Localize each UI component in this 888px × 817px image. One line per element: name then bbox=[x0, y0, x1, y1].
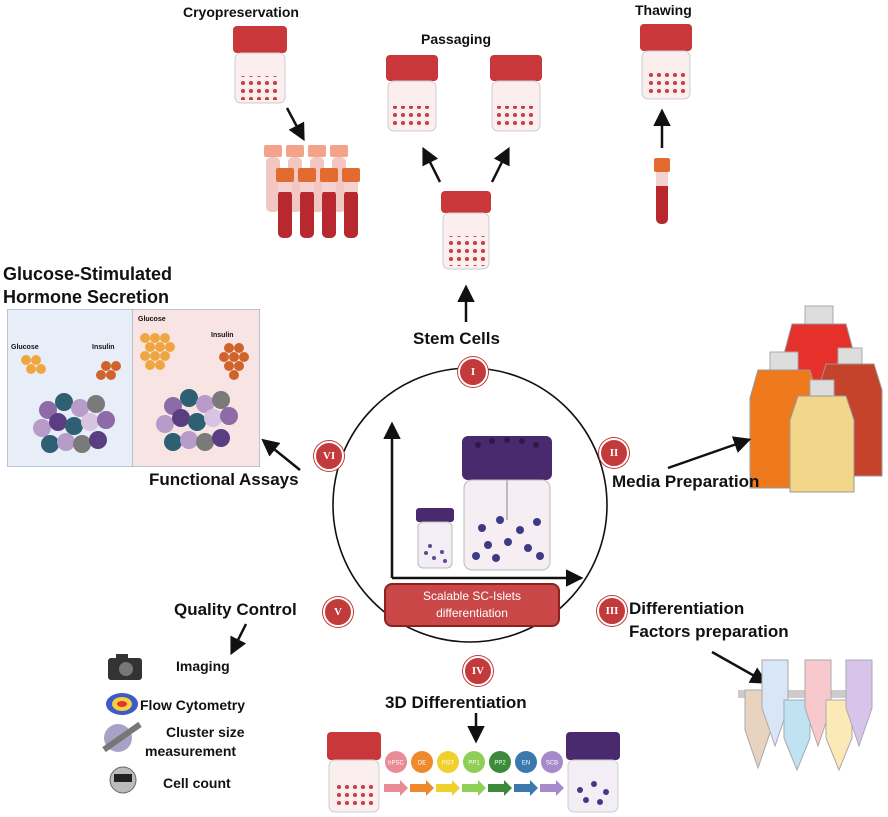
cell-counter-icon bbox=[109, 766, 137, 794]
quality-control-label: Quality Control bbox=[174, 600, 297, 619]
insulin-label-high: Insulin bbox=[211, 332, 234, 339]
glucose-label-high: Glucose bbox=[138, 316, 166, 323]
stage-arrow-pgt bbox=[436, 780, 460, 796]
cryopreservation-label: Cryopreservation bbox=[183, 4, 299, 20]
stage-arrow-scb bbox=[540, 780, 564, 796]
qc-cell-count: Cell count bbox=[163, 775, 231, 791]
stage-label-hpsc: hPSC bbox=[388, 761, 404, 767]
stage-circle-pp1 bbox=[463, 751, 485, 773]
end-purple-jar-icon bbox=[566, 732, 620, 813]
gsis-panel-low: Glucose Insulin bbox=[7, 309, 133, 467]
stage-label-en: EN bbox=[522, 761, 530, 767]
gsis-panel-high: Glucose Insulin bbox=[132, 309, 260, 467]
functional-assays-label: Functional Assays bbox=[149, 470, 299, 489]
thawing-vial-icon bbox=[654, 158, 670, 224]
stage-circle-scb bbox=[541, 751, 563, 773]
qc-measurement: measurement bbox=[145, 743, 237, 759]
passaging-jar-left-icon bbox=[386, 55, 438, 132]
stage-label-scb: SCB bbox=[546, 761, 558, 767]
cluster-size-icon bbox=[102, 721, 142, 753]
islet-cluster-low-icon bbox=[21, 355, 121, 453]
arrow-to-factors bbox=[711, 650, 769, 684]
thawing-jar-icon bbox=[640, 24, 692, 100]
passaging-label: Passaging bbox=[421, 31, 492, 47]
passaging-jar-right-icon bbox=[490, 55, 542, 132]
cryopreservation-jar-icon bbox=[233, 26, 287, 104]
stage-circle-pp2 bbox=[489, 751, 511, 773]
stage-circle-pgt bbox=[437, 751, 459, 773]
arrow-to-passaging-right bbox=[490, 146, 510, 183]
stage-label-pp2: PP2 bbox=[494, 761, 506, 767]
center-box-line-2: differentiation bbox=[436, 606, 508, 620]
stage-label-de: DE bbox=[418, 761, 426, 767]
3d-differentiation-label: 3D Differentiation bbox=[385, 693, 527, 712]
arrow-to-vials bbox=[285, 107, 305, 142]
stage-circle-de bbox=[411, 751, 433, 773]
media-preparation-label: Media Preparation bbox=[612, 472, 760, 491]
badge-vi: VI bbox=[314, 441, 344, 471]
qc-cluster-size: Cluster size bbox=[166, 724, 245, 740]
small-purple-jar-icon bbox=[416, 508, 454, 569]
differentiation-label-2: Factors preparation bbox=[629, 622, 789, 641]
stem-cells-jar-icon bbox=[441, 191, 491, 270]
badge-iv: IV bbox=[463, 656, 493, 686]
badge-ii: II bbox=[599, 438, 629, 468]
cryovials-rack-icon bbox=[264, 145, 360, 238]
arrow-qc-down bbox=[230, 623, 248, 656]
thawing-label: Thawing bbox=[635, 2, 692, 18]
eppendorf-tubes-icon bbox=[738, 659, 873, 772]
badge-v: V bbox=[323, 597, 353, 627]
stage-arrow-de bbox=[410, 780, 434, 796]
camera-icon bbox=[108, 654, 142, 680]
stem-cells-label: Stem Cells bbox=[413, 329, 500, 348]
scalable-sc-islets-box: Scalable SC-Islets differentiation bbox=[384, 583, 560, 627]
stage-arrow-pp2 bbox=[488, 780, 512, 796]
differentiation-label-1: Differentiation bbox=[629, 599, 745, 618]
stage-label-pp1: PP1 bbox=[468, 761, 480, 767]
flow-cytometry-icon bbox=[106, 693, 138, 715]
arrow-to-passaging-left bbox=[422, 146, 442, 183]
stage-arrow-pp1 bbox=[462, 780, 486, 796]
large-purple-jar-icon bbox=[462, 436, 552, 571]
badge-i: I bbox=[458, 357, 488, 387]
insulin-label-low: Insulin bbox=[92, 344, 115, 351]
stage-circle-hpsc bbox=[385, 751, 407, 773]
qc-flow-cytometry: Flow Cytometry bbox=[140, 697, 246, 713]
center-box-line-1: Scalable SC-Islets bbox=[422, 589, 522, 603]
stage-circle-en bbox=[515, 751, 537, 773]
stage-arrow-hpsc bbox=[384, 780, 408, 796]
stage-label-pgt: PGT bbox=[442, 761, 455, 767]
arrow-to-media bbox=[667, 436, 752, 470]
badge-iii: III bbox=[597, 596, 627, 626]
media-bottles-icon bbox=[749, 305, 883, 493]
stage-arrow-en bbox=[514, 780, 538, 796]
gsis-title-1: Glucose-Stimulated bbox=[3, 264, 173, 284]
glucose-label-low: Glucose bbox=[11, 344, 39, 351]
islet-cluster-high-icon bbox=[140, 333, 249, 451]
gsis-title-2: Hormone Secretion bbox=[3, 287, 170, 307]
start-red-jar-icon bbox=[327, 732, 381, 813]
qc-imaging: Imaging bbox=[176, 658, 230, 674]
arrow-to-gsis bbox=[261, 438, 301, 471]
